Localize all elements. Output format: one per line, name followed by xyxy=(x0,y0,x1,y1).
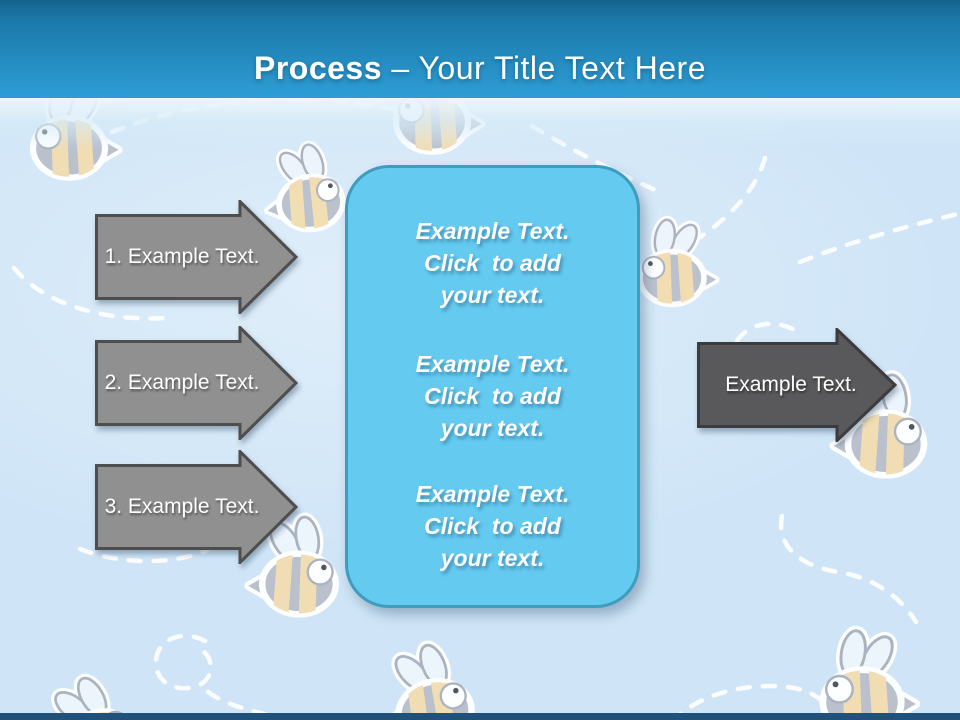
title-band xyxy=(0,0,960,98)
title-text: – Your Title Text Here xyxy=(382,50,706,86)
title-keyword: Process xyxy=(253,50,383,86)
step-arrow-3[interactable]: 3. Example Text. xyxy=(95,450,299,564)
bee-icon xyxy=(371,637,479,720)
step-arrow-1[interactable]: 1. Example Text. xyxy=(95,200,299,314)
box-paragraph-1[interactable]: Example Text. Click to add your text. xyxy=(415,218,570,308)
bee-icon xyxy=(823,629,916,720)
center-text-box[interactable]: Example Text. Click to add your text. Ex… xyxy=(345,165,640,608)
step-label-3: 3. Example Text. xyxy=(104,495,260,518)
slide-title[interactable]: Process – Your Title Text Here xyxy=(0,50,960,87)
step-label-1: 1. Example Text. xyxy=(104,245,260,268)
box-paragraph-2[interactable]: Example Text. Click to add your text. xyxy=(415,351,570,441)
dashed-flight-path-icon xyxy=(734,321,801,344)
bottom-bar xyxy=(0,713,960,720)
bee-icon xyxy=(30,666,146,720)
step-arrow-2[interactable]: 2. Example Text. xyxy=(95,326,299,440)
arrow-right-shape-icon xyxy=(95,450,299,564)
bee-icon xyxy=(640,218,716,312)
dashed-flight-path-icon xyxy=(153,633,213,691)
arrow-right-shape-icon xyxy=(95,326,299,440)
step-label-2: 2. Example Text. xyxy=(104,371,260,394)
result-arrow[interactable]: Example Text. xyxy=(697,328,898,442)
dashed-flight-path-icon xyxy=(778,513,919,625)
arrow-right-shape-icon xyxy=(95,200,299,314)
dashed-flight-path-icon xyxy=(797,211,960,265)
box-paragraph-3[interactable]: Example Text. Click to add your text. xyxy=(415,481,570,571)
result-arrow-label: Example Text. xyxy=(725,373,857,396)
dashed-flight-path-icon xyxy=(109,97,401,135)
arrow-right-shape-icon xyxy=(697,328,898,442)
